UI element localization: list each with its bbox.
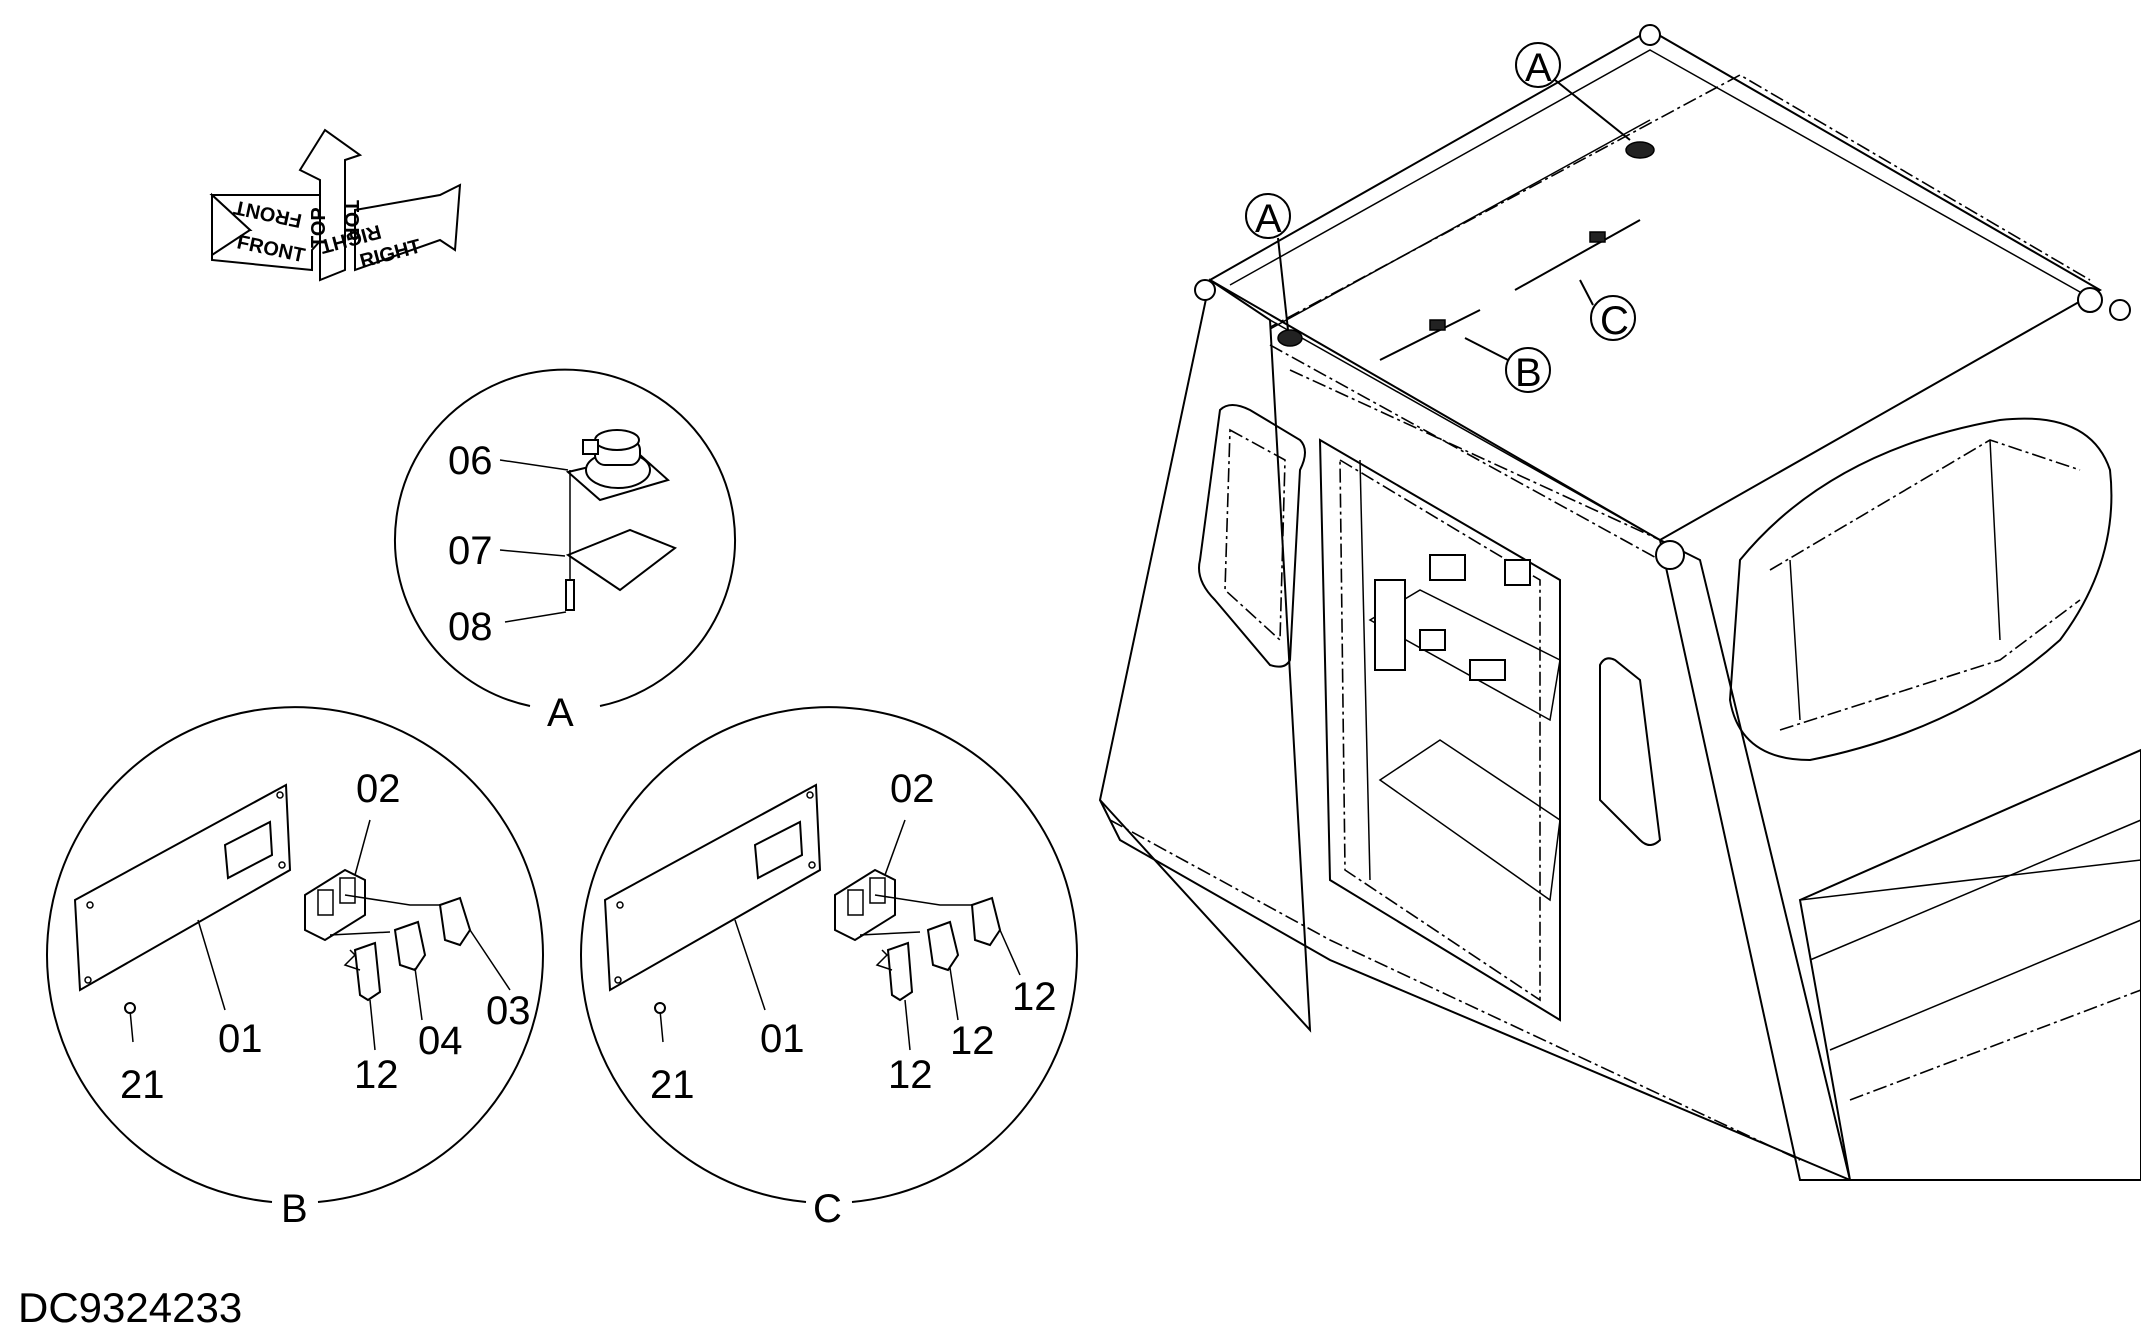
drawing-number: DC9324233 (18, 1284, 242, 1331)
callout-12: 12 (354, 1053, 399, 1097)
callout-12-middle: 12 (950, 1019, 995, 1063)
detail-b-letter: B (281, 1187, 308, 1231)
marker-c: C (1600, 299, 1629, 343)
switch-12a (970, 896, 1002, 947)
switch-04 (393, 920, 427, 972)
callout-01: 01 (218, 1017, 263, 1061)
top-label-mirror: TOP (340, 200, 362, 241)
marker-b: B (1515, 351, 1542, 395)
marker-a-front-circle (1245, 193, 1291, 239)
marker-b-circle (1505, 347, 1551, 393)
gasket-part (565, 528, 678, 592)
marker-a-front: A (1255, 197, 1282, 241)
detail-c: C 02 12 12 12 01 21 (580, 706, 1078, 1231)
detail-b: B 02 03 04 (46, 706, 544, 1231)
callout-02: 02 (356, 767, 401, 811)
panel-plate (603, 783, 822, 992)
callout-04: 04 (418, 1019, 463, 1063)
switch-03 (438, 896, 472, 947)
callout-12-right: 12 (1012, 975, 1057, 1019)
detail-c-letter: C (813, 1187, 842, 1231)
marker-a-rear-circle (1515, 42, 1561, 88)
top-label: TOP (308, 207, 330, 248)
switch-12 (353, 941, 382, 1002)
callout-08: 08 (448, 605, 493, 649)
callout-21: 21 (120, 1063, 165, 1107)
speaker-part (565, 429, 671, 502)
panel-plate (73, 783, 292, 992)
switch-bezel (304, 868, 366, 942)
callout-07: 07 (448, 529, 493, 573)
callout-02: 02 (890, 767, 935, 811)
callout-21: 21 (650, 1063, 695, 1107)
callout-03: 03 (486, 989, 531, 1033)
detail-a-letter: A (547, 691, 574, 735)
callout-12-bottom: 12 (888, 1053, 933, 1097)
orientation-indicator: FRONT FRONT TOP TOP RIGHT RIGHT (209, 128, 462, 282)
callout-01: 01 (760, 1017, 805, 1061)
detail-a: A 06 07 08 (394, 368, 736, 735)
switch-12c (886, 941, 914, 1002)
marker-c-circle (1590, 295, 1636, 341)
cab-assembly: A A B C (1098, 24, 2141, 1181)
switch-12b (926, 920, 960, 972)
marker-a-rear: A (1525, 46, 1552, 90)
callout-06: 06 (448, 439, 493, 483)
switch-bezel (834, 868, 896, 942)
